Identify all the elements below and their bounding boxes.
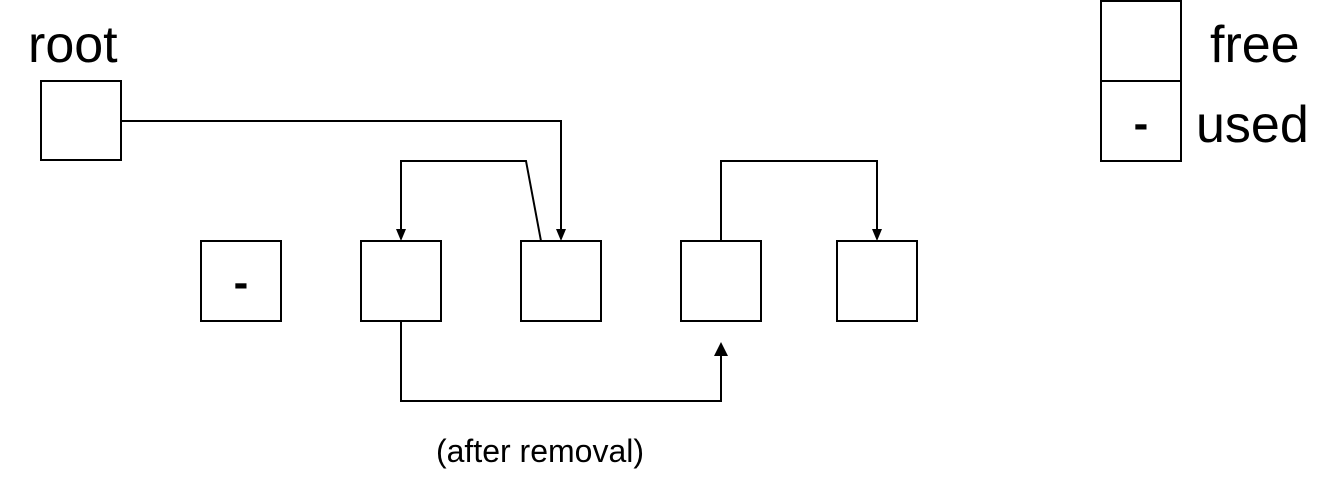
- legend-free-label: free: [1210, 16, 1300, 74]
- root-label: root: [28, 16, 118, 74]
- arrowhead-block-2: [396, 229, 406, 241]
- legend-used-box: [1100, 80, 1182, 162]
- after-removal-caption: (after removal): [436, 433, 644, 469]
- legend-free-box: [1100, 0, 1182, 82]
- block-1-used: [200, 240, 282, 322]
- legend-used-mark: -: [1134, 99, 1149, 148]
- link-root-to-block-3: [121, 120, 562, 232]
- block-3-free: [520, 240, 602, 322]
- arrowhead-block-4: [714, 342, 728, 356]
- block-5-free: [836, 240, 918, 322]
- link-block-3-to-block-2: [400, 160, 542, 242]
- legend-used-label: used: [1196, 96, 1309, 154]
- block-2-free: [360, 240, 442, 322]
- block-1-used-mark: -: [234, 258, 249, 307]
- root-pointer-box: [40, 80, 122, 161]
- arrowhead-block-3: [556, 229, 566, 241]
- block-4-free: [680, 240, 762, 322]
- arrowhead-block-5: [872, 229, 882, 241]
- link-block-2-to-block-4: [400, 321, 722, 402]
- link-block-4-to-block-5: [720, 160, 878, 241]
